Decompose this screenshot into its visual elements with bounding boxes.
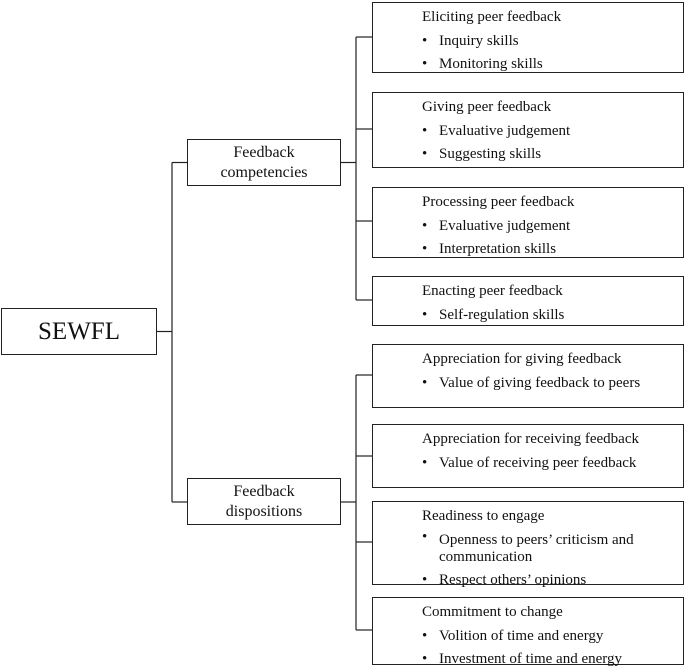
leaf-title: Readiness to engage <box>422 508 545 524</box>
leaf-item-list: Evaluative judgement Interpretation skil… <box>422 215 677 262</box>
leaf-giving-peer-feedback: Giving peer feedback Evaluative judgemen… <box>372 92 684 168</box>
leaf-item: Interpretation skills <box>422 238 677 262</box>
leaf-enacting-peer-feedback: Enacting peer feedback Self-regulation s… <box>372 276 684 328</box>
leaf-item-list: Value of giving feedback to peers <box>422 372 677 396</box>
leaf-item-list: Inquiry skills Monitoring skills <box>422 30 677 77</box>
leaf-item: Volition of time and energy <box>422 625 677 649</box>
leaf-item: Suggesting skills <box>422 143 677 167</box>
leaf-title: Commitment to change <box>422 604 563 620</box>
leaf-item: Value of receiving peer feedback <box>422 452 677 476</box>
leaf-item-list: Self-regulation skills <box>422 304 677 328</box>
leaf-readiness-to-engage: Readiness to engage Openness to peers’ c… <box>372 501 684 592</box>
leaf-processing-peer-feedback: Processing peer feedback Evaluative judg… <box>372 187 684 261</box>
leaf-title: Eliciting peer feedback <box>422 9 562 25</box>
branch-label-line2: competencies <box>220 163 308 181</box>
leaf-item-list: Evaluative judgement Suggesting skills <box>422 120 677 167</box>
leaf-item: Respect others’ opinions <box>422 569 677 593</box>
leaf-item-list: Value of receiving peer feedback <box>422 452 677 476</box>
root-node: SEWFL <box>1 308 157 355</box>
leaf-commitment-to-change: Commitment to change Volition of time an… <box>372 597 684 671</box>
root-label: SEWFL <box>38 317 120 345</box>
leaf-item-list: Openness to peers’ criticism and communi… <box>422 529 677 593</box>
leaf-item-list: Volition of time and energy Investment o… <box>422 625 677 672</box>
leaf-eliciting-peer-feedback: Eliciting peer feedback Inquiry skills M… <box>372 2 684 76</box>
leaf-title: Giving peer feedback <box>422 99 552 115</box>
leaf-item: Inquiry skills <box>422 30 677 54</box>
branch-label-line1: Feedback <box>233 143 295 161</box>
branch-label-line2: dispositions <box>225 502 303 520</box>
leaf-appreciation-giving-feedback: Appreciation for giving feedback Value o… <box>372 344 684 408</box>
branch-node-competencies: Feedback competencies <box>187 139 341 186</box>
leaf-item: Value of giving feedback to peers <box>422 372 677 396</box>
leaf-item: Investment of time and energy <box>422 648 677 672</box>
leaf-title: Processing peer feedback <box>422 194 575 210</box>
leaf-item: Evaluative judgement <box>422 215 677 239</box>
leaf-item: Monitoring skills <box>422 53 677 77</box>
leaf-item: Openness to peers’ criticism and communi… <box>422 529 677 569</box>
branch-label-line1: Feedback <box>233 482 295 500</box>
branch-node-dispositions: Feedback dispositions <box>187 478 341 525</box>
leaf-item: Evaluative judgement <box>422 120 677 144</box>
leaf-appreciation-receiving-feedback: Appreciation for receiving feedback Valu… <box>372 424 684 488</box>
leaf-title: Appreciation for receiving feedback <box>422 431 639 447</box>
leaf-item: Self-regulation skills <box>422 304 677 328</box>
leaf-title: Appreciation for giving feedback <box>422 351 622 367</box>
leaf-title: Enacting peer feedback <box>422 283 563 299</box>
